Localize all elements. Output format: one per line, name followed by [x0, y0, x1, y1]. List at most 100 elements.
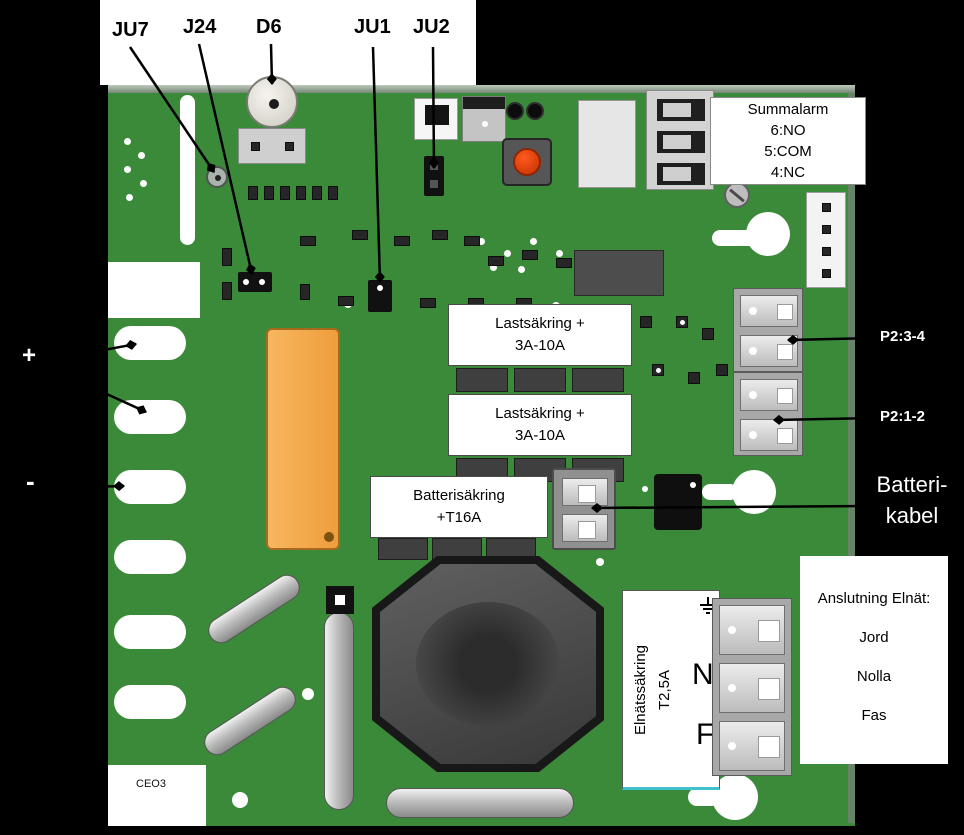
battery-connector-cell	[562, 514, 608, 542]
smd-chip	[222, 248, 232, 266]
cable-slot	[114, 685, 186, 719]
via-dot	[530, 238, 537, 245]
battery-fuse-line2: +T16A	[436, 509, 482, 526]
terminal-letter-f: F	[696, 718, 715, 751]
mount-hole	[302, 688, 314, 700]
jumper-ju1-target	[368, 280, 392, 312]
wire-hole	[578, 521, 596, 539]
capacitor-orange	[266, 328, 340, 550]
top-label-area	[100, 0, 476, 85]
callout-ju1: JU1	[354, 16, 391, 38]
via-dot	[490, 264, 497, 271]
smd-chip	[464, 236, 480, 246]
battery-connector	[552, 468, 616, 550]
load-fuse2-line1: Lastsäkring +	[495, 404, 585, 422]
via-dot	[124, 166, 131, 173]
screw-hole	[749, 431, 757, 439]
jumper-ju2-target	[424, 156, 444, 196]
screw-hole	[749, 307, 757, 315]
component-dot	[482, 121, 488, 127]
screw-hole	[728, 742, 736, 750]
cable-slot	[114, 615, 186, 649]
transformer-core	[416, 602, 560, 726]
load-fuse2-line2: 3A-10A	[514, 427, 566, 444]
jumper-j24-target	[238, 272, 272, 292]
load-fuse1-line2: 3A-10A	[514, 337, 566, 354]
led-dot	[680, 320, 685, 325]
via-dot	[596, 558, 604, 566]
battery-connector-cell	[562, 478, 608, 506]
screw-head	[724, 182, 750, 208]
wire-hole	[758, 736, 780, 758]
via-dot	[126, 194, 133, 201]
reset-button-cap	[513, 148, 541, 176]
terminal-cell-jord	[719, 605, 785, 655]
jumper-pair	[506, 102, 546, 122]
power-component-black	[654, 474, 702, 530]
mains-connection-box: Anslutning Elnät: Jord Nolla Fas	[800, 556, 948, 764]
smd-chip	[432, 230, 448, 240]
fuse-holder	[514, 368, 566, 392]
callout-plus: +	[22, 342, 37, 369]
screw-hole	[749, 347, 757, 355]
smd-chip	[352, 230, 368, 240]
board-right-edge	[848, 93, 855, 823]
cable-slot	[114, 400, 186, 434]
header-pin	[822, 203, 831, 212]
terminal-slot	[657, 163, 705, 185]
standoff-bar	[386, 788, 574, 818]
header-pin	[822, 269, 831, 278]
board-top-edge	[108, 85, 855, 93]
smd-chip	[222, 282, 232, 300]
wire-hole	[777, 344, 793, 360]
jumper-pin	[215, 175, 221, 181]
buzzer-component	[246, 76, 298, 128]
keyhole-circle	[732, 470, 776, 514]
mains-fuse-line2: T2,5A	[656, 669, 673, 711]
summalarm-box: Summalarm 6:NO 5:COM 4:NC	[710, 97, 866, 185]
terminal-letter-n: N	[692, 658, 714, 691]
smd-chip	[522, 250, 538, 260]
silkscreen-notch	[108, 262, 200, 318]
callout-battery-cable: Batteri- kabel	[866, 470, 958, 532]
battery-fuse-line1: Batterisäkring	[413, 486, 505, 504]
screw-hole	[728, 684, 736, 692]
screw-hole	[749, 391, 757, 399]
reset-button	[502, 138, 552, 186]
terminal-p2-12	[733, 372, 803, 456]
summalarm-nc: 4:NC	[770, 164, 806, 181]
smd-chip	[420, 298, 436, 308]
callout-ju7: JU7	[112, 19, 149, 41]
terminal-clamp	[663, 167, 691, 181]
jumper-ju7-target	[206, 166, 228, 188]
jumper-pin	[259, 279, 265, 285]
callout-minus: -	[26, 466, 35, 496]
jumper-pin	[377, 285, 383, 291]
terminal-cell	[740, 379, 798, 411]
wire-hole	[758, 678, 780, 700]
mains-connection-earth: Jord	[859, 629, 889, 646]
mains-connection-neutral: Nolla	[856, 668, 892, 685]
smd-chip	[338, 296, 354, 306]
smd-chip	[394, 236, 410, 246]
capacitor-dot	[324, 532, 334, 542]
mains-connection-title: Anslutning Elnät:	[817, 590, 931, 607]
pin-pad	[312, 186, 322, 200]
wire-hole	[777, 428, 793, 444]
summalarm-terminal	[646, 90, 714, 190]
jumper-pin	[430, 162, 438, 170]
pin-pad	[296, 186, 306, 200]
terminal-cell	[740, 419, 798, 451]
callout-ju2: JU2	[413, 16, 450, 38]
callout-j24: J24	[183, 16, 217, 38]
mains-fuse-line1: Elnätssäkring	[632, 644, 649, 736]
wire-hole	[777, 388, 793, 404]
via-dot	[478, 238, 485, 245]
mount-hole	[232, 792, 248, 808]
header-pin	[822, 247, 831, 256]
terminal-mains	[712, 598, 792, 776]
via-dot	[556, 250, 563, 257]
via-dot	[138, 152, 145, 159]
buzzer-hole	[269, 99, 279, 109]
